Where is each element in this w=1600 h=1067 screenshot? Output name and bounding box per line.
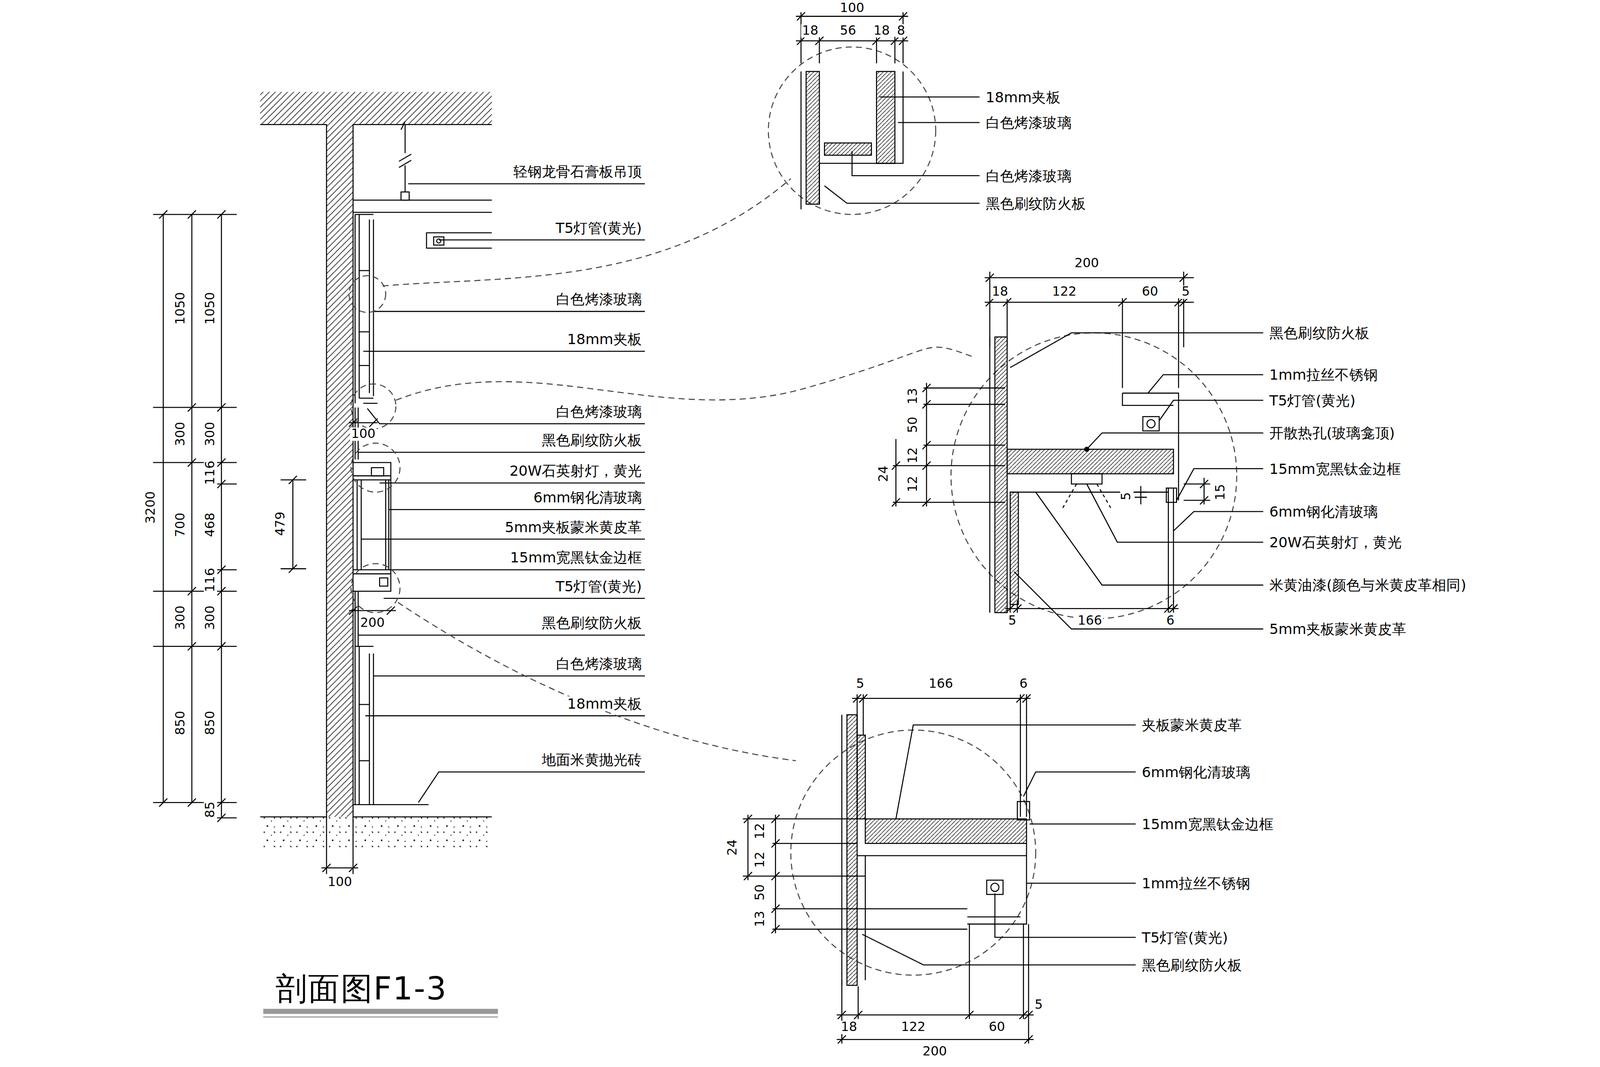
dimension-label: 100 (350, 427, 377, 441)
callout-label: 轻钢龙骨石膏板吊顶 (512, 164, 644, 179)
callout-label: T5灯管(黄光) (554, 578, 643, 593)
dimension-label: 300 (204, 420, 217, 447)
callout-label: 15mm宽黑钛金边框 (1140, 816, 1275, 831)
dimension-label: 18 (872, 24, 891, 38)
callout-label: 6mm钢化清玻璃 (532, 489, 643, 504)
callout-label: 18mm夹板 (984, 89, 1062, 104)
drawing-title: 剖面图F1-3 (275, 972, 448, 1005)
dimension-label: 166 (927, 677, 954, 691)
dimension-label: 5 (1180, 285, 1191, 299)
dimension-label: 12 (906, 474, 920, 493)
dimension-label: 850 (174, 709, 188, 736)
dimension-label: 24 (877, 464, 891, 483)
dimension-label: 1050 (174, 291, 188, 326)
callout-label: T5灯管(黄光) (1268, 392, 1357, 408)
callout-label: 1mm拉丝不锈钢 (1268, 367, 1379, 382)
callout-label: 白色烤漆玻璃 (555, 404, 643, 419)
dimension-label: 5 (1007, 614, 1018, 628)
dimension-label: 56 (838, 24, 857, 38)
dimension-label: 6 (1165, 614, 1176, 628)
callout-label: 18mm夹板 (566, 331, 643, 346)
dimension-label: 1050 (204, 291, 217, 326)
dimension-label: 15 (1214, 482, 1228, 501)
callout-label: 1mm拉丝不锈钢 (1140, 876, 1252, 891)
callout-label: 20W石英射灯，黄光 (508, 463, 643, 478)
dimension-label: 12 (753, 821, 767, 840)
callout-label: 开散热孔(玻璃龛顶) (1268, 425, 1396, 440)
dimension-label: 122 (900, 1020, 927, 1034)
callout-label: 黑色刷纹防火板 (540, 615, 644, 630)
callout-label: 18mm夹板 (566, 696, 643, 711)
callout-label: 米黄油漆(颜色与米黄皮革相同) (1268, 577, 1468, 592)
dimension-label: 24 (726, 838, 740, 857)
dimension-label: 50 (753, 883, 767, 902)
callout-label: 5mm夹板蒙米黄皮革 (504, 519, 644, 534)
dimension-label: 85 (204, 800, 217, 819)
dimension-label: 18 (840, 1020, 859, 1034)
callout-label: 15mm宽黑钛金边框 (1268, 461, 1403, 476)
callout-label: 地面米黄抛光砖 (540, 752, 644, 767)
dimension-label: 100 (838, 1, 865, 15)
dimension-label: 12 (906, 446, 920, 465)
dimension-label: 122 (1051, 285, 1078, 299)
dimension-label: 13 (753, 909, 767, 928)
dimension-label: 6 (1018, 677, 1029, 691)
dimension-label: 468 (204, 511, 217, 538)
dimension-label: 5 (1120, 491, 1133, 502)
dimension-label: 200 (359, 616, 386, 630)
callout-label: 黑色刷纹防火板 (1268, 325, 1371, 340)
callout-label: 5mm夹板蒙米黄皮革 (1268, 621, 1408, 636)
dimension-label: 5 (855, 677, 866, 691)
dimension-label: 116 (204, 459, 217, 486)
callout-label: 白色烤漆玻璃 (984, 168, 1073, 183)
callout-label: 白色烤漆玻璃 (555, 656, 643, 671)
callout-label: 夹板蒙米黄皮革 (1140, 717, 1244, 732)
dimension-label: 850 (204, 709, 217, 736)
callout-label: 黑色刷纹防火板 (1140, 957, 1244, 972)
callout-label: T5灯管(黄光) (1140, 929, 1229, 944)
dimension-label: 200 (1073, 256, 1100, 270)
dimension-label: 3200 (144, 490, 158, 525)
callout-label: 6mm钢化清玻璃 (1268, 504, 1379, 519)
dimension-label: 18 (800, 24, 820, 38)
dimension-label: 12 (753, 850, 767, 869)
callout-label: 黑色刷纹防火板 (984, 196, 1088, 211)
dimension-label: 166 (1076, 614, 1103, 628)
dimension-label: 300 (204, 604, 217, 631)
dimension-label: 300 (174, 420, 188, 447)
dimension-label: 700 (174, 511, 188, 538)
dimension-label: 300 (174, 604, 188, 631)
dimension-label: 200 (921, 1044, 948, 1058)
callout-label: 6mm钢化清玻璃 (1140, 764, 1252, 779)
callout-label: 白色烤漆玻璃 (555, 292, 643, 307)
dimension-label: 8 (896, 24, 907, 38)
dimension-label: 479 (274, 510, 288, 537)
dimension-label: 100 (326, 875, 353, 889)
callout-label: 黑色刷纹防火板 (540, 432, 644, 448)
dimension-label: 60 (988, 1020, 1007, 1034)
callout-label: 15mm宽黑钛金边框 (508, 550, 643, 565)
dimension-label: 5 (1033, 998, 1044, 1012)
dimension-label: 18 (990, 285, 1009, 299)
callout-label: 20W石英射灯，黄光 (1268, 534, 1403, 549)
callout-label: 白色烤漆玻璃 (984, 115, 1073, 130)
callout-label: T5灯管(黄光) (554, 220, 643, 235)
dimension-label: 60 (1140, 285, 1160, 299)
dimension-label: 13 (906, 387, 920, 406)
dimension-label: 116 (204, 566, 217, 593)
dimension-label: 50 (906, 415, 920, 434)
